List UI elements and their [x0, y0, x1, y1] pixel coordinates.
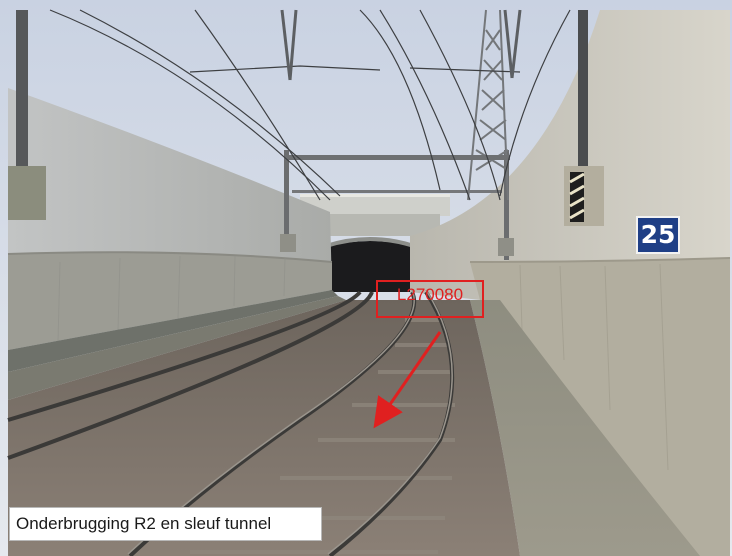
catenary-masts [8, 10, 604, 260]
left-retaining-wall [7, 88, 338, 372]
caption-text: Onderbrugging R2 en sleuf tunnel [16, 514, 272, 533]
left-platform-edge [8, 296, 346, 400]
right-retaining-wall [410, 10, 731, 556]
marker-highlight-box [376, 280, 484, 318]
overpass-bridge [300, 194, 450, 236]
overhead-wires [49, 9, 571, 201]
marker-label: L270080 [396, 285, 464, 304]
kilometer-sign: 25 [636, 216, 680, 254]
caption-box: Onderbrugging R2 en sleuf tunnel [9, 507, 322, 541]
arrow-line [373, 331, 442, 429]
right-walkway [470, 300, 700, 556]
tunnel-portal [325, 237, 415, 292]
cantilever-arms [280, 9, 522, 81]
portal-gantry [284, 155, 510, 193]
ballast-bed [8, 300, 520, 556]
